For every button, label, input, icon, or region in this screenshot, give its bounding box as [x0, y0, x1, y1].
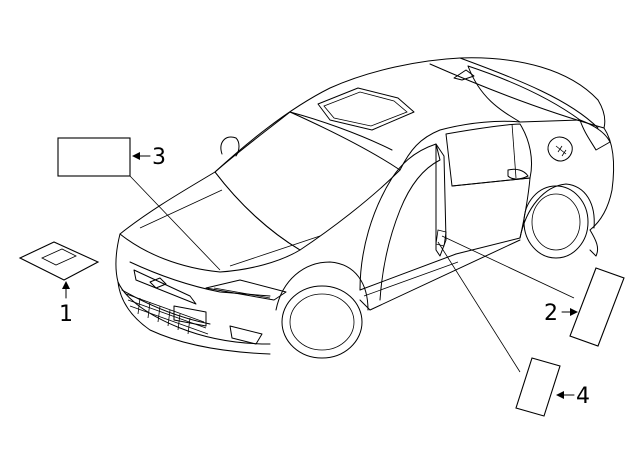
leader-2	[441, 235, 575, 299]
leader-4	[437, 241, 521, 373]
leader-3	[129, 175, 221, 271]
callout-1-number: 1	[59, 302, 73, 327]
callout-2-arrow	[561, 308, 578, 316]
label-2-rect	[569, 267, 625, 347]
car-illustration	[115, 57, 615, 359]
label-1-plate	[18, 241, 100, 281]
callout-2-number: 2	[544, 301, 558, 326]
callout-4-arrow	[556, 391, 575, 399]
callout-3-arrow	[132, 152, 151, 160]
callout-1-arrow	[62, 281, 70, 299]
label-3-rect	[57, 137, 131, 177]
callout-4-number: 4	[576, 384, 590, 409]
label-4-rect	[515, 357, 561, 417]
callout-3-number: 3	[152, 145, 166, 170]
